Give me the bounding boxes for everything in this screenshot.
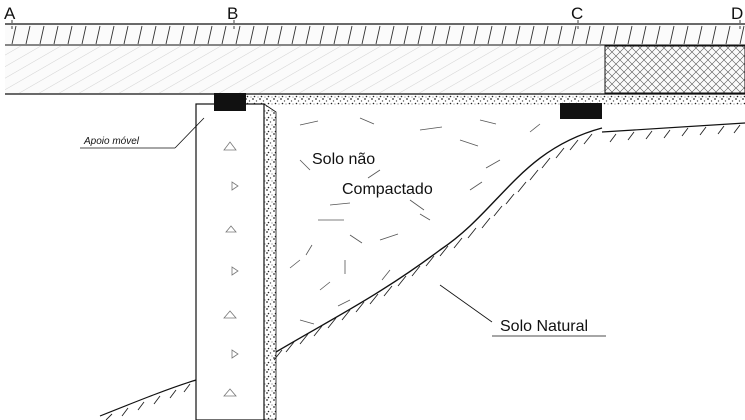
point-d-label: D	[731, 4, 743, 23]
loose-soil-label-line1: Solo não	[312, 151, 375, 168]
pavement-hatch	[11, 25, 745, 45]
point-b-label: B	[227, 4, 238, 23]
support-label: Apoio móvel	[83, 136, 140, 147]
gravel-layer	[246, 95, 745, 105]
point-c-label: C	[571, 4, 583, 23]
natural-soil-profile	[99, 122, 745, 420]
end-block	[604, 45, 745, 94]
section-markers	[11, 20, 741, 30]
bearing-block-b	[214, 93, 246, 111]
loose-soil-label-line2: Compactado	[342, 181, 433, 198]
deck-slab	[5, 23, 745, 95]
loose-fill-texture	[289, 117, 541, 325]
bearing-block-c	[560, 103, 602, 119]
point-a-label: A	[4, 4, 16, 23]
leader-lines	[80, 117, 606, 337]
pier-column	[195, 103, 277, 420]
natural-soil-label: Solo Natural	[500, 318, 588, 335]
